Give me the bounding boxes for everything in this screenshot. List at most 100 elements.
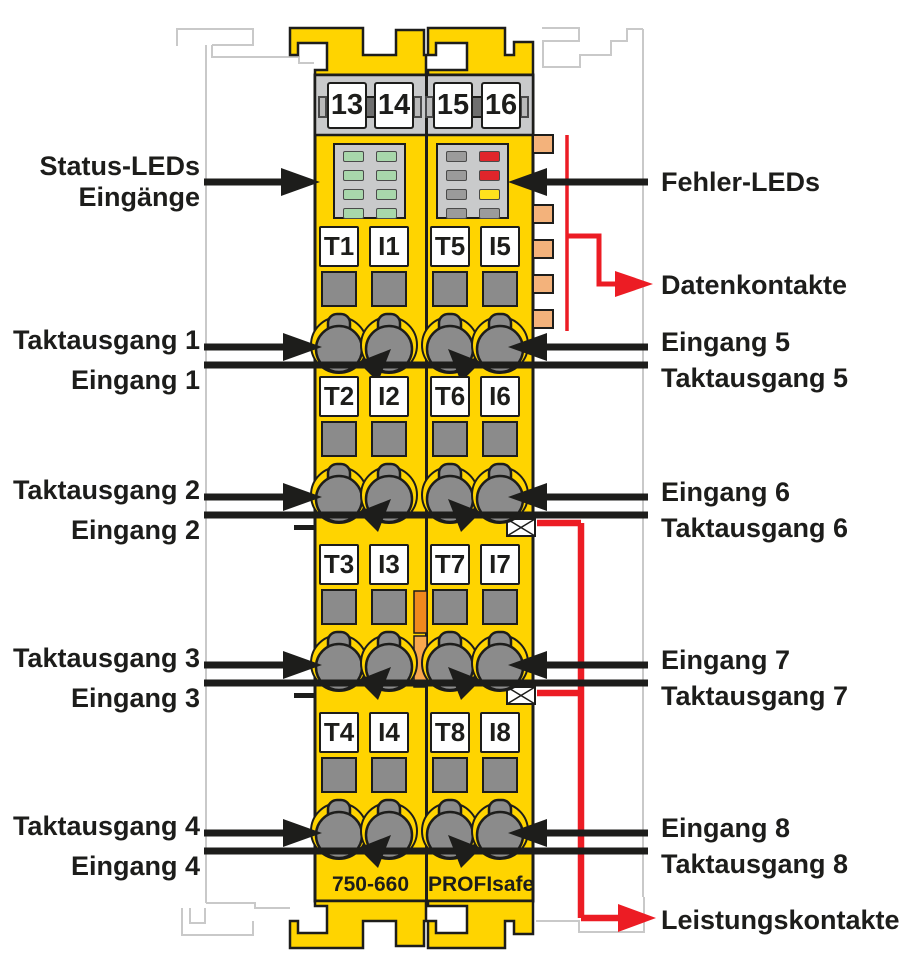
callout-arrows-bay-3 — [204, 651, 648, 700]
terminal-label: I2 — [369, 376, 409, 417]
terminal-label: I8 — [480, 712, 520, 753]
fehler-leds-arrow — [508, 168, 648, 196]
terminal-label: I7 — [480, 544, 520, 585]
module-id-right: PROFIsafe — [428, 873, 535, 896]
led — [343, 189, 364, 200]
top-clip-right-module — [426, 26, 535, 77]
terminal-label: I5 — [480, 226, 520, 267]
led — [376, 151, 397, 162]
wire-entry — [432, 757, 468, 793]
power-jumper-contact-upper — [294, 518, 536, 537]
terminal-label: I3 — [369, 544, 409, 585]
terminal-label: T1 — [319, 226, 359, 267]
led — [343, 151, 364, 162]
label-status-leds-line2: Eingänge — [78, 182, 200, 212]
module-id-left: 750-660 — [331, 873, 410, 896]
led — [446, 170, 467, 181]
wire-entry — [371, 421, 407, 457]
label-datenkontakte: Datenkontakte — [661, 270, 848, 300]
label-taktausgang-7: Taktausgang 7 — [661, 681, 849, 711]
wire-entry — [482, 589, 518, 625]
label-status-leds-line1: Status-LEDs — [39, 151, 200, 181]
plate-ear — [413, 96, 422, 118]
terminal-number-plate: 13 — [327, 82, 367, 129]
label-eingang-7: Eingang 7 — [661, 645, 791, 675]
led — [376, 208, 397, 219]
wire-entry — [432, 271, 468, 307]
ghost-module-right — [536, 27, 645, 933]
terminal-label: T7 — [430, 544, 470, 585]
wire-entry — [432, 421, 468, 457]
terminal-label: T3 — [319, 544, 359, 585]
wire-entry — [321, 757, 357, 793]
connector-T2 — [310, 462, 368, 524]
power-jumper-contact-lower — [294, 686, 536, 705]
terminal-label: I1 — [369, 226, 409, 267]
connector-I7 — [471, 630, 529, 692]
label-eingang-1: Eingang 1 — [70, 365, 200, 395]
plate-ear — [520, 96, 529, 118]
label-taktausgang-5: Taktausgang 5 — [661, 363, 849, 393]
label-taktausgang-2: Taktausgang 2 — [12, 475, 200, 505]
wire-entry — [321, 271, 357, 307]
wire-entry — [321, 421, 357, 457]
top-clip-left-module — [288, 26, 428, 77]
status-led-panel-left — [333, 143, 406, 219]
terminal-label: T4 — [319, 712, 359, 753]
led — [376, 170, 397, 181]
label-eingang-2: Eingang 2 — [70, 515, 200, 545]
datenkontakte-pointer — [565, 135, 653, 331]
terminal-label: T6 — [430, 376, 470, 417]
led — [479, 170, 500, 181]
label-status-leds: Status-LEDs Eingänge — [39, 151, 200, 213]
wire-entry — [482, 271, 518, 307]
label-taktausgang-1: Taktausgang 1 — [12, 325, 200, 355]
ghost-module-left — [176, 28, 314, 936]
leistungskontakte-pointer — [537, 519, 656, 932]
label-eingang-3: Eingang 3 — [70, 683, 200, 713]
terminal-number-plate: 15 — [433, 82, 473, 129]
terminal-label: I6 — [480, 376, 520, 417]
wire-entry — [371, 271, 407, 307]
wire-entry — [482, 757, 518, 793]
error-led-panel-right — [436, 143, 509, 219]
led — [343, 208, 364, 219]
connector-T4 — [310, 798, 368, 860]
connector-I8 — [471, 798, 529, 860]
wire-entry — [371, 757, 407, 793]
callout-arrows-bay-2 — [204, 483, 648, 532]
led — [376, 189, 397, 200]
datenkontakte-arrowhead — [615, 271, 653, 297]
led — [343, 170, 364, 181]
label-eingang-5: Eingang 5 — [661, 327, 791, 357]
led — [446, 151, 467, 162]
power-jumper-slot-upper — [294, 525, 316, 530]
bottom-clip-left-module — [288, 899, 428, 950]
led — [446, 189, 467, 200]
label-taktausgang-8: Taktausgang 8 — [661, 849, 849, 879]
terminal-label: T2 — [319, 376, 359, 417]
terminal-label: I4 — [369, 712, 409, 753]
label-taktausgang-6: Taktausgang 6 — [661, 513, 849, 543]
plate-ear — [318, 96, 327, 118]
led — [446, 208, 467, 219]
label-leistungskontakte: Leistungskontakte — [661, 905, 900, 935]
terminal-label: T5 — [430, 226, 470, 267]
label-eingang-8: Eingang 8 — [661, 813, 791, 843]
callout-arrows-bay-1 — [204, 333, 648, 382]
led — [479, 208, 500, 219]
wire-entry — [321, 589, 357, 625]
wire-entry — [482, 421, 518, 457]
callout-arrows-bay-4 — [204, 819, 648, 868]
label-fehler-leds: Fehler-LEDs — [661, 167, 821, 197]
terminal-label: T8 — [430, 712, 470, 753]
data-contacts — [532, 134, 554, 329]
bottom-clip-right-module — [426, 899, 535, 950]
label-taktausgang-3: Taktausgang 3 — [12, 643, 200, 673]
wire-entry — [371, 589, 407, 625]
label-taktausgang-4: Taktausgang 4 — [12, 811, 200, 841]
led — [479, 189, 500, 200]
terminal-number-plate: 14 — [374, 82, 414, 129]
led — [479, 151, 500, 162]
